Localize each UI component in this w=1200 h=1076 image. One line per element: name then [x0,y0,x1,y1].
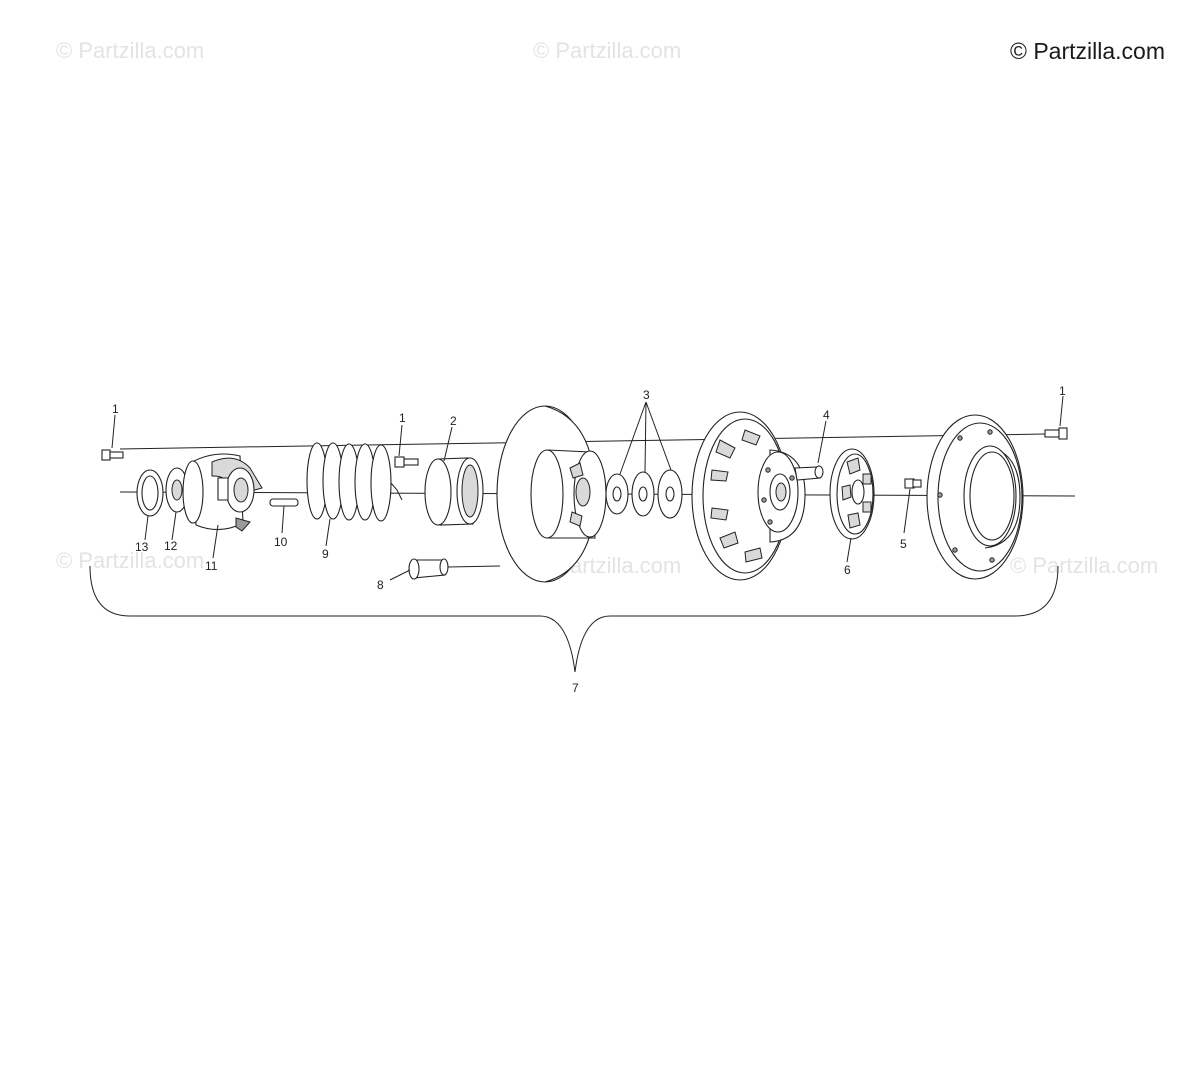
callout-11: 11 [205,559,218,573]
cover-plate-part [829,448,875,540]
screw-mid-part [394,456,419,468]
washer-set-part [605,469,683,519]
washer-part [165,467,189,513]
screw-left-part [101,449,124,461]
callout-6: 6 [844,563,851,577]
watermark-mid-right: © Partzilla.com [1010,553,1159,578]
callout-7: 7 [572,681,579,695]
bushing-part [424,457,484,526]
watermark-top-center: © Partzilla.com [533,38,682,63]
snap-ring-part [136,469,164,517]
callout-13: 13 [135,540,149,554]
sheave-button-part [794,465,824,481]
callout-2: 2 [450,414,457,428]
button-part [408,558,501,580]
spring-part [306,442,403,522]
assembly-brace [89,565,1059,673]
callout-1-left: 1 [112,402,119,416]
helix-cam-part [182,453,263,532]
callout-1-right: 1 [1059,384,1066,398]
movable-sheave-part [496,405,607,583]
stationary-sheave-part [691,411,806,581]
callout-12: 12 [164,539,178,553]
watermark-top-right: © Partzilla.com [1010,38,1165,64]
callout-9: 9 [322,547,329,561]
callout-1-mid: 1 [399,411,406,425]
callout-10: 10 [274,535,288,549]
callout-3: 3 [643,388,650,402]
screw-right-part [1044,427,1068,440]
end-cover-part [926,414,1024,580]
callout-4: 4 [823,408,830,422]
callout-5: 5 [900,537,907,551]
screw-cover-part [904,478,922,489]
roll-pin-part [269,498,299,507]
callout-8: 8 [377,578,384,592]
watermark-mid-left: © Partzilla.com [56,548,205,573]
watermark-top-left: © Partzilla.com [56,38,205,63]
